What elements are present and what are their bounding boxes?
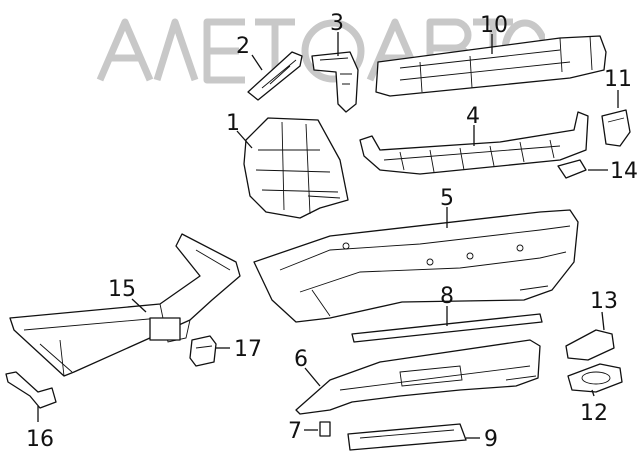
part-12-exhaust-tip xyxy=(567,363,623,393)
leader-2 xyxy=(251,54,263,71)
part-2-bracket xyxy=(247,51,303,101)
callout-11: 11 xyxy=(604,67,632,92)
part-9-lower-strip xyxy=(347,423,467,451)
callout-14: 14 xyxy=(610,159,638,184)
part-15-hitch xyxy=(9,233,241,377)
callout-8: 8 xyxy=(440,284,454,309)
part-16-bracket xyxy=(5,371,57,409)
part-1-side-absorber xyxy=(243,117,349,219)
part-10-reinforcement-beam xyxy=(375,35,607,97)
callout-17: 17 xyxy=(234,337,262,362)
callout-15: 15 xyxy=(108,277,136,302)
callout-12: 12 xyxy=(580,401,608,426)
leader-15 xyxy=(131,298,147,313)
leader-13 xyxy=(601,311,605,331)
callout-7: 7 xyxy=(288,419,302,444)
callout-labels: 1 2 3 4 5 6 7 8 9 10 11 12 13 14 15 16 1… xyxy=(26,11,638,452)
part-7-clip xyxy=(319,421,331,437)
callout-1: 1 xyxy=(226,111,240,136)
part-13-bracket xyxy=(565,329,615,361)
part-6-lower-valance xyxy=(295,339,541,415)
part-8-molding-strip xyxy=(351,313,543,343)
callout-2: 2 xyxy=(236,34,250,59)
part-14-sensor-clip xyxy=(557,159,587,179)
part-11-cap xyxy=(601,109,631,147)
callout-4: 4 xyxy=(466,104,480,129)
leader-6 xyxy=(304,367,321,387)
part-17-connector xyxy=(189,335,217,367)
part-3-mount-bracket xyxy=(311,51,359,113)
leader-lines xyxy=(37,32,619,439)
callout-16: 16 xyxy=(26,427,54,452)
callout-5: 5 xyxy=(440,186,454,211)
callout-13: 13 xyxy=(590,289,618,314)
callout-6: 6 xyxy=(294,347,308,372)
callout-10: 10 xyxy=(480,13,508,38)
part-4-upper-absorber xyxy=(359,111,589,175)
callout-3: 3 xyxy=(330,11,344,36)
callout-9: 9 xyxy=(484,427,498,452)
part-5-bumper-cover xyxy=(253,209,579,323)
leader-1 xyxy=(236,130,253,149)
leader-12 xyxy=(591,389,595,397)
